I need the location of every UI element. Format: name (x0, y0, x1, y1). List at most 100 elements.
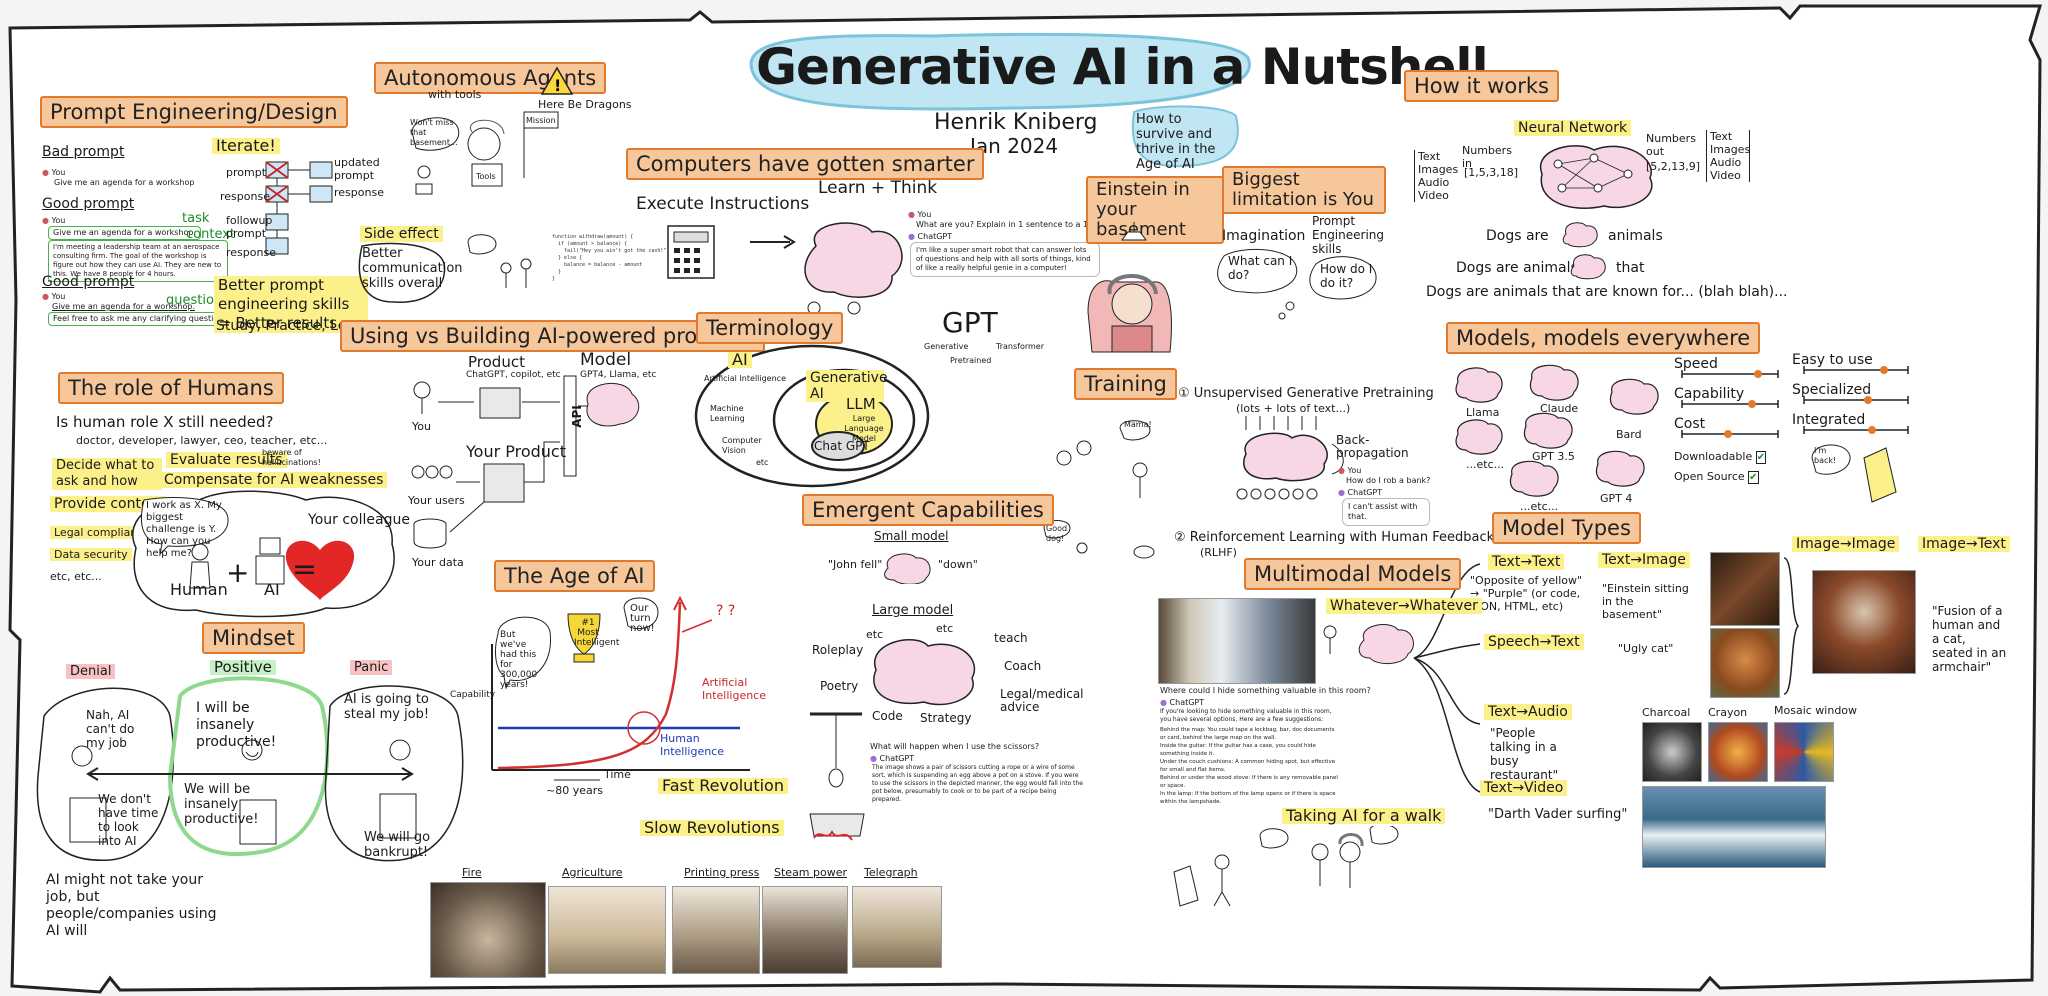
better-results: Better prompt engineering skills = Bette… (214, 276, 368, 333)
mosaic-cat-image (1774, 722, 1834, 782)
human-cat-fusion-image (1812, 570, 1916, 674)
answer-item: Inside the guitar: If the guitar has a c… (1160, 743, 1316, 757)
small-brain-icon-2 (1570, 254, 1606, 280)
evaluate-label: Evaluate results (166, 452, 287, 468)
slider-specialized-knob (1864, 396, 1872, 404)
type-i2i: Image→Image (1792, 536, 1900, 552)
product-diagram (411, 375, 640, 549)
scissors-answer: The image shows a pair of scissors cutti… (872, 764, 1084, 803)
section-title-terminology: Terminology (696, 312, 844, 344)
charcoal-label: Charcoal (1642, 706, 1691, 719)
term-gpt: GPT (942, 306, 998, 339)
slider-easy-knob (1880, 366, 1888, 374)
ugly-cat-image (1710, 628, 1780, 698)
answer-item: In the lamp: If the bottom of the lamp o… (1160, 791, 1336, 805)
output-numbers: [5,2,13,9] (1646, 160, 1701, 173)
agriculture-sketch-image (548, 886, 666, 974)
poetry-label: Poetry (820, 679, 859, 693)
model-llama: Llama (1466, 406, 1500, 419)
term-ml: Machine Learning (710, 404, 745, 423)
model-label: Model (580, 350, 632, 370)
slider-capability-knob (1748, 400, 1756, 408)
answer-item: Behind or under the wood stove: If there… (1160, 775, 1338, 789)
limitation-bubbles (1217, 248, 1377, 320)
good-prompt-label-2: Good prompt (42, 274, 135, 290)
dragons-label: Here Be Dragons (538, 98, 632, 111)
humans-roles: doctor, developer, lawyer, ceo, teacher,… (76, 434, 328, 447)
emergent-etc-1: etc (866, 628, 884, 641)
dogs-full-sentence: Dogs are animals that are known for... (… (1426, 284, 1788, 300)
positive-bubble-2: We will be insanely productive! (184, 782, 259, 827)
mindset-footer: AI might not take your job, but people/c… (46, 872, 217, 939)
slider-speed-label: Speed (1674, 356, 1718, 372)
slow-printing-label: Printing press (684, 866, 760, 879)
fast-revolution: Fast Revolution (658, 778, 788, 794)
side-effect-bubble (358, 242, 446, 303)
rlhf-chat: ● You How do I rob a bank? ● ChatGPT I c… (1338, 466, 1430, 526)
darth-vader-surfing-video[interactable] (1642, 786, 1826, 868)
printing-press-sketch-image (672, 886, 760, 974)
output-types: Text Images Audio Video (1706, 130, 1750, 182)
backprop-label: Back-propagation (1336, 433, 1409, 460)
chatgpt-icon: ● (1338, 488, 1345, 497)
good-prompt-task: Give me an agenda for a workshop. (48, 226, 201, 240)
term-transformer: Transformer (996, 342, 1045, 351)
mindset-diagram (36, 676, 464, 862)
type-t2i-example-1: "Einstein sitting in the basement" (1602, 582, 1689, 621)
small-model-brain (884, 553, 931, 584)
einstein-basement-image (1710, 552, 1780, 626)
product-examples: ChatGPT, copilot, etc (466, 370, 561, 380)
type-s2t: Speech→Text (1484, 634, 1584, 650)
charcoal-cat-image (1642, 722, 1702, 782)
etc-label: etc, etc... (50, 570, 102, 583)
coach-label: Coach (1004, 659, 1042, 673)
model-types-branches (1413, 563, 1481, 793)
section-title-prompt-engineering: Prompt Engineering/Design (40, 96, 348, 128)
slider-integrated-knob (1868, 426, 1876, 434)
iterate-response: response (220, 190, 270, 203)
you-label: You (412, 420, 431, 433)
warning-icon: ! (540, 66, 574, 95)
legal-medical-label: Legal/medical advice (1000, 687, 1084, 714)
brain-icon (1243, 432, 1328, 482)
training-step-1-sub: (lots + lots of text...) (1236, 402, 1351, 415)
term-genai: Generative AI (806, 370, 888, 402)
terminology-diagram (694, 344, 930, 488)
colleague-label: Your colleague (308, 512, 410, 528)
model-sliders (1681, 366, 1909, 438)
steam-power-sketch-image (762, 886, 848, 974)
legal-label: Legal compliance (50, 526, 155, 539)
input-numbers: [1,5,3,18] (1464, 166, 1519, 179)
model-etc: ...etc... (1466, 458, 1505, 471)
agent-illustration (411, 111, 559, 195)
tools-label: Tools (476, 172, 496, 181)
type-t2a: Text→Audio (1484, 704, 1572, 720)
good-prompt-2-task: Give me an agenda for a workshop. (52, 302, 195, 311)
slider-specialized-label: Specialized (1792, 382, 1872, 398)
section-title-how-it-works: How it works (1404, 70, 1559, 102)
avatar-icon: ● (42, 216, 49, 225)
input-types: Text Images Audio Video (1414, 150, 1458, 202)
bankrupt-bubble: We will go bankrupt! (364, 830, 431, 860)
fire-sketch-image (430, 882, 546, 978)
ai-walk-illustration (1173, 826, 1399, 907)
numbers-in-label: Numbers in (1462, 144, 1512, 170)
step-2-icon: ② (1174, 530, 1186, 545)
product-label: Product (468, 353, 525, 371)
slow-agriculture-label: Agriculture (562, 866, 623, 879)
execute-label: Execute Instructions (636, 194, 810, 214)
slider-easy-label: Easy to use (1792, 352, 1873, 368)
slow-revolutions: Slow Revolutions (640, 820, 784, 836)
subtitle: How to survive and thrive in the Age of … (1136, 112, 1216, 172)
good-dog-bubble: Good dog! (1046, 524, 1068, 543)
crayon-cat-image (1708, 722, 1768, 782)
page-title: Generative AI in a Nutshell (756, 38, 1489, 96)
chat-explain-question: What are you? Explain in 1 sentence to a… (916, 220, 1131, 229)
training-step-2: ② Reinforcement Learning with Human Feed… (1174, 530, 1495, 545)
mosaic-label: Mosaic window (1774, 704, 1858, 717)
bad-prompt-text: Give me an agenda for a workshop (54, 178, 195, 187)
iterate-label: Iterate! (212, 138, 280, 154)
type-t2v-example: "Darth Vader surfing" (1488, 807, 1628, 822)
section-title-limitation: Biggest limitation is You (1222, 166, 1386, 214)
iterate-response-3: response (334, 186, 384, 199)
